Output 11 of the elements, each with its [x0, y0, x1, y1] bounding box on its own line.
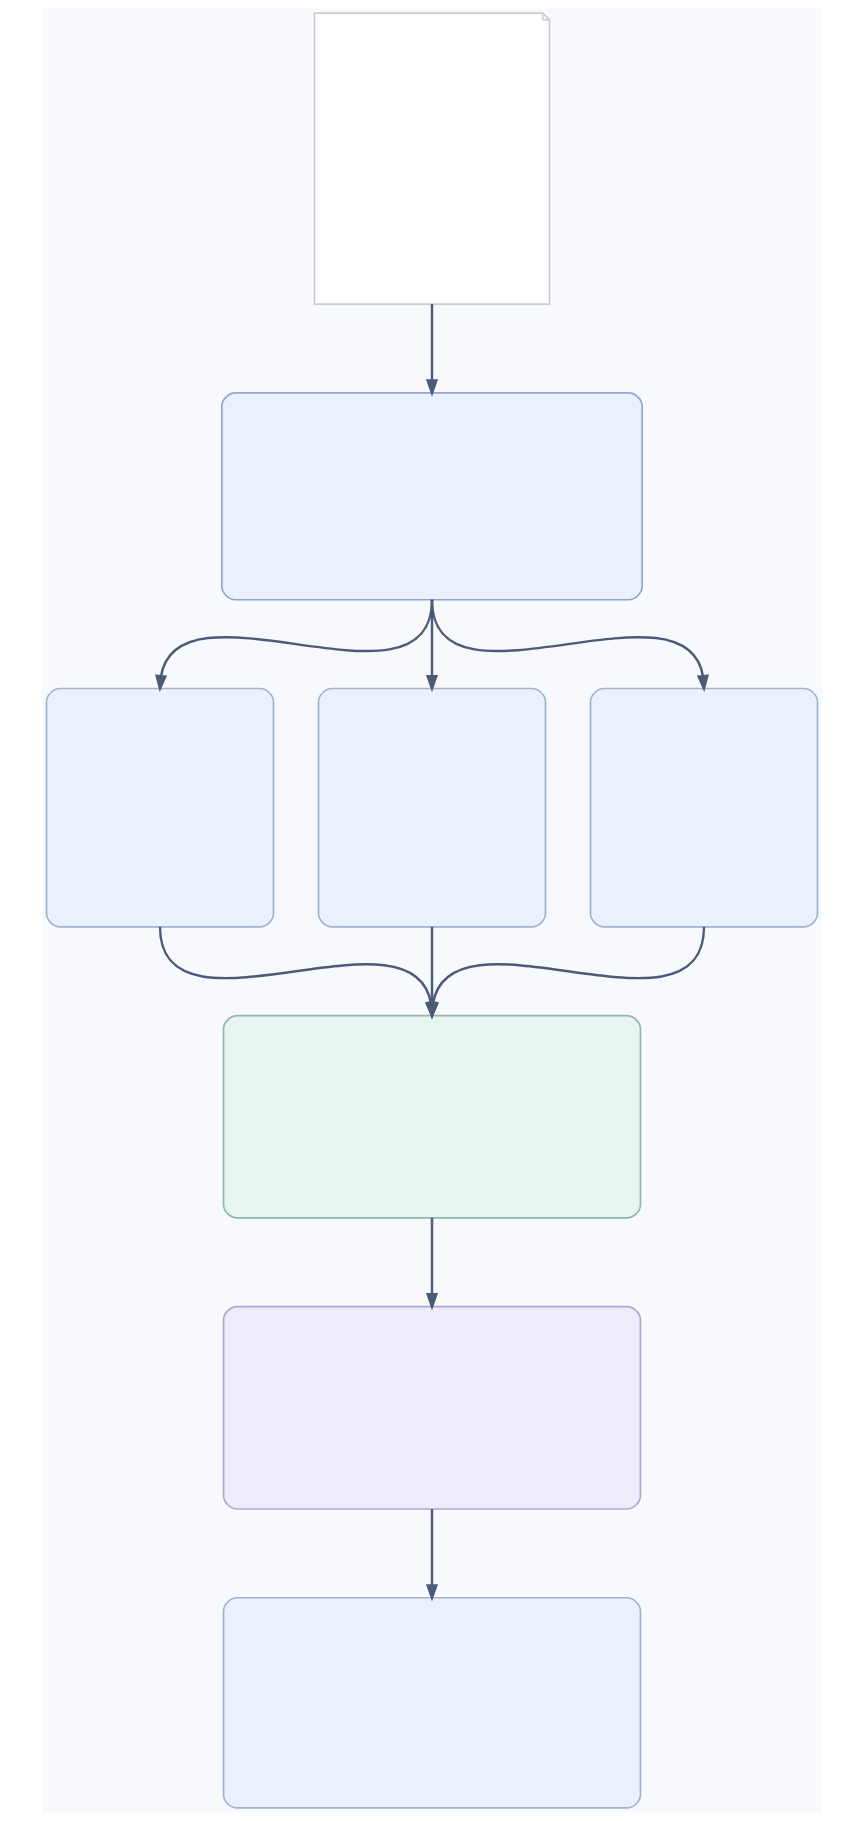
arrow — [425, 304, 439, 397]
arrow — [425, 1509, 439, 1602]
node-box — [45, 687, 275, 928]
node-box — [222, 1014, 642, 1219]
node-box — [221, 392, 643, 601]
arrow — [430, 599, 709, 693]
arrow — [425, 1217, 439, 1311]
node-box — [222, 1596, 642, 1809]
node-box — [317, 687, 547, 928]
node-box — [222, 1305, 642, 1510]
node-box — [589, 687, 819, 928]
